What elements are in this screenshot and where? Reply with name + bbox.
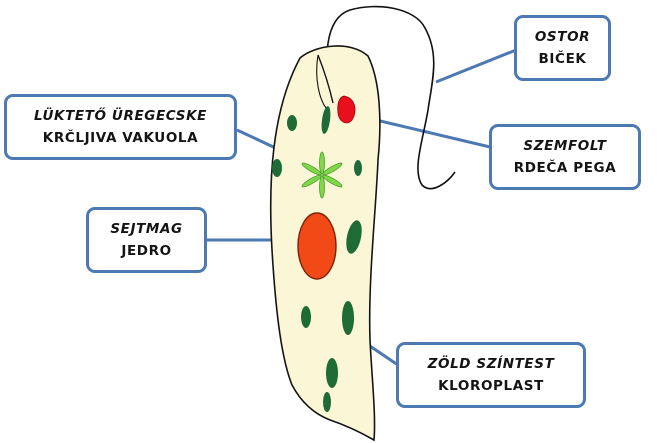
- chloroplast: [354, 160, 362, 176]
- label-ostor: OSTOR BIČEK: [514, 15, 611, 81]
- chloroplast: [346, 220, 362, 254]
- connector-ostor: [435, 48, 517, 84]
- chloroplast: [326, 358, 338, 388]
- chloroplast: [287, 115, 297, 131]
- label-luktetou: LÜKTETŐ ÜREGECSKE KRČLJIVA VAKUOLA: [4, 94, 237, 160]
- label-ostor-hu: OSTOR: [534, 29, 591, 45]
- chloroplast: [321, 106, 331, 134]
- chloroplast: [342, 301, 354, 335]
- label-ostor-sl: BIČEK: [538, 51, 587, 67]
- chloroplasts: [272, 106, 362, 412]
- gullet-left: [316, 54, 327, 109]
- gullet: [317, 54, 334, 104]
- label-szemfolt-hu: SZEMFOLT: [523, 138, 607, 154]
- label-sejtmag: SEJTMAG JEDRO: [86, 207, 207, 273]
- flagellum: [326, 5, 456, 190]
- chloroplast: [272, 159, 282, 177]
- label-sejtmag-hu: SEJTMAG: [110, 221, 183, 237]
- label-luktetou-hu: LÜKTETŐ ÜREGECSKE: [33, 108, 208, 124]
- label-szemfolt-sl: RDEČA PEGA: [513, 160, 617, 176]
- chloroplast: [301, 306, 311, 328]
- label-luktetou-sl: KRČLJIVA VAKUOLA: [42, 130, 199, 146]
- nucleus: [297, 212, 337, 280]
- contractile-vacuole: [301, 151, 343, 199]
- label-zold-sl: KLOROPLAST: [438, 378, 544, 394]
- eyespot: [337, 95, 356, 124]
- label-szemfolt: SZEMFOLT RDEČA PEGA: [489, 124, 641, 190]
- label-zold: ZÖLD SZÍNTEST KLOROPLAST: [396, 342, 586, 408]
- label-zold-hu: ZÖLD SZÍNTEST: [427, 356, 555, 372]
- label-sejtmag-sl: JEDRO: [121, 243, 172, 259]
- chloroplast: [323, 392, 331, 412]
